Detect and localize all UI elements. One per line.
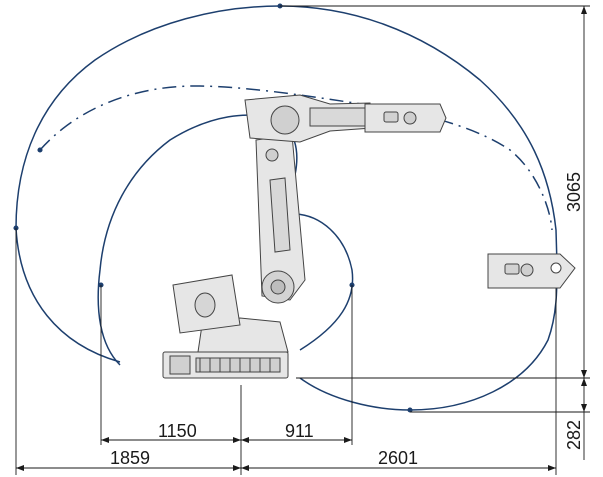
- dimension-label-outer-right: 2601: [378, 448, 418, 468]
- dimension-label-outer-left: 1859: [110, 448, 150, 468]
- inner-right-envelope-curve: [294, 213, 354, 351]
- dimension-label-inner-left: 1150: [158, 421, 197, 441]
- robot-illustration: [162, 94, 576, 379]
- dimension-label-max-height: 3065: [564, 172, 584, 212]
- envelope-point-bottom: [407, 407, 413, 413]
- dimension-lines: [15, 5, 590, 475]
- dimension-label-below-base: 282: [564, 420, 584, 450]
- outer-envelope-curve: [15, 5, 558, 363]
- dimension-arrowheads: [16, 6, 587, 471]
- dimension-label-inner-right: 911: [285, 421, 314, 441]
- lower-right-envelope-curve: [299, 264, 558, 411]
- envelope-point-upper-left: [37, 147, 43, 153]
